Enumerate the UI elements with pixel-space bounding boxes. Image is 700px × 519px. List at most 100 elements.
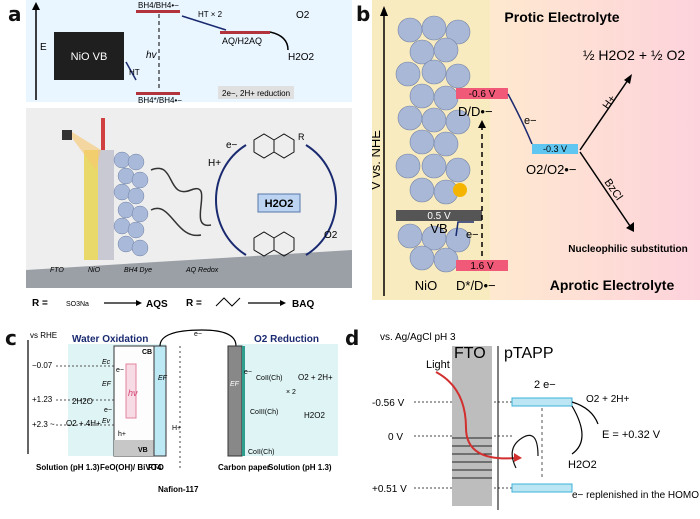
protic-product: ½ H2O2 + ½ O2 [583,47,686,63]
ht-x2-label: HT × 2 [198,10,223,19]
photoanode-label: FeO(OH)/ BiVO4 [100,463,162,472]
electron-c: e− [116,367,124,374]
r-group-1: SO3Na [66,301,89,308]
h2o-label: 2H2O [72,397,93,406]
ef-label: EF [102,381,112,388]
o2-label: O2 [296,10,310,21]
panel-d-figure: vs. Ag/AgCl pH 3 -0.56 V 0 V +0.51 V Lig… [366,328,700,519]
h2o2-box [257,193,301,213]
rhe-axis-label: vs RHE [30,331,57,340]
r-formula-2: R = [186,298,202,309]
r-formula-1: R = [32,298,48,309]
vb-label: VB [430,221,447,236]
reduction-box [218,86,294,99]
tick-2: +1.23 [32,395,53,404]
aq-label: AQ/H2AQ [222,36,262,46]
reduction-label: 2e−, 2H+ reduction [222,89,290,98]
fto-block-d [452,346,492,506]
h2o2-label-c: H2O2 [304,411,325,420]
e-value-label: E = +0.32 V [602,429,661,441]
layer-label-aq: AQ Redox [185,267,219,274]
potential-axis-label: V vs. NHE [372,130,383,190]
h2o2-label-d: H2O2 [568,459,597,471]
panel-b: V vs. NHE 0.5 V VB NiO -0.6 V D/D•− 1.6 … [372,0,700,300]
sun-icon [453,183,467,197]
carbon-paper-block [227,345,243,457]
panel-a-label: a [8,2,22,26]
dstar-label: D*/D•− [456,278,496,293]
homo-band [511,483,573,493]
aprotic-title: Aprotic Electrolyte [550,277,675,293]
product-baq: BAQ [292,299,314,310]
layer-label-fto: FTO [50,267,64,274]
ptapp-label: pTAPP [504,345,554,362]
tick-d-1: -0.56 V [372,398,405,409]
lumo-band [511,397,573,407]
panel-b-label: b [356,2,371,26]
tick-d-3: +0.51 V [372,484,407,495]
nio-vb-box [54,32,124,80]
fto-label-c: FTO [148,463,164,472]
layer-label-dye: BH4 Dye [124,267,152,274]
o2-reduction-title: O2 Reduction [254,334,319,345]
e-minus-lower: e− [466,229,479,241]
ec-label: Ec [102,359,111,366]
protic-title: Protic Electrolyte [504,9,619,25]
panel-d-label: d [345,326,360,350]
anthraquinone-structure [253,133,295,159]
water-oxidation-title: Water Oxidation [72,334,148,345]
fto-label-d: FTO [454,345,486,362]
nio-layer [98,150,114,260]
nio-label: NiO [415,278,437,293]
bh4-lower-label: BH4*/BH4•− [138,96,182,105]
co3-label: CoIII(Ch) [250,409,278,416]
tick-1: −0.07 [32,361,53,370]
energy-axis-label: E [40,42,47,53]
ef-carbon: EF [230,381,240,388]
product-aqs: AQS [146,299,168,310]
hole-c: h+ [118,431,126,438]
h2o2-label: H2O2 [288,52,315,63]
two-e-label: 2 e− [534,379,556,391]
o2-level-bar [532,144,578,154]
fto-layer [84,150,98,260]
panel-a: E NiO VB BH4/BH4•− BH4*/BH4•− hv HT HT ×… [26,0,352,322]
tick-3: +2.3 ~ [32,420,55,429]
solution-right-label: Solution (pH 1.3) [268,463,332,472]
o2-2h-label: O2 + 2H+ [298,373,333,382]
panel-c-label: c [5,326,17,350]
co2-bottom-label: CoII(Ch) [248,449,274,456]
tick-d-2: 0 V [388,432,403,443]
d-label: D/D•− [458,104,493,119]
electron-c3: e− [244,369,252,376]
panel-a-figure: E NiO VB BH4/BH4•− BH4*/BH4•− hv HT HT ×… [26,0,352,310]
panel-c-figure: vs RHE Water Oxidation O2 Reduction −0.0… [22,328,342,519]
d-level-value: -0.6 V [469,89,496,100]
vb-bar [396,210,482,221]
ef-right-c: EF [158,375,168,382]
d-level-bar [456,88,508,99]
ht-label: HT [129,68,140,77]
r-group-top: R [298,132,305,142]
x2-label: × 2 [286,389,296,396]
panel-d: vs. Ag/AgCl pH 3 -0.56 V 0 V +0.51 V Lig… [366,328,700,519]
photon-arrow [125,363,137,419]
carbon-paper-label: Carbon paper [218,463,270,472]
o2-2h-label-d: O2 + 2H+ [586,394,630,405]
co2-label: CoII(Ch) [256,375,282,382]
dstar-level-value: 1.6 V [470,261,494,272]
fto-block-c [153,345,167,457]
solution-left-label: Solution (pH 1.3) [36,463,100,472]
hv-label: hv [146,50,158,61]
nio-vb-label: NiO VB [71,51,108,63]
light-label: Light [426,359,450,371]
e-minus-upper: e− [524,115,537,127]
hplus-membrane: H+ [172,425,181,432]
cb-label-c: CB [142,349,152,356]
panel-b-figure: V vs. NHE 0.5 V VB NiO -0.6 V D/D•− 1.6 … [372,0,700,300]
nafion-label: Nafion-117 [158,485,199,494]
replenish-note: e− replenished in the HOMO [572,490,699,501]
hydroquinone-structure [253,231,295,257]
nucleophilic-label: Nucleophilic substitution [568,244,687,255]
o2-4h-label: O2 + 4H+ [66,419,101,428]
